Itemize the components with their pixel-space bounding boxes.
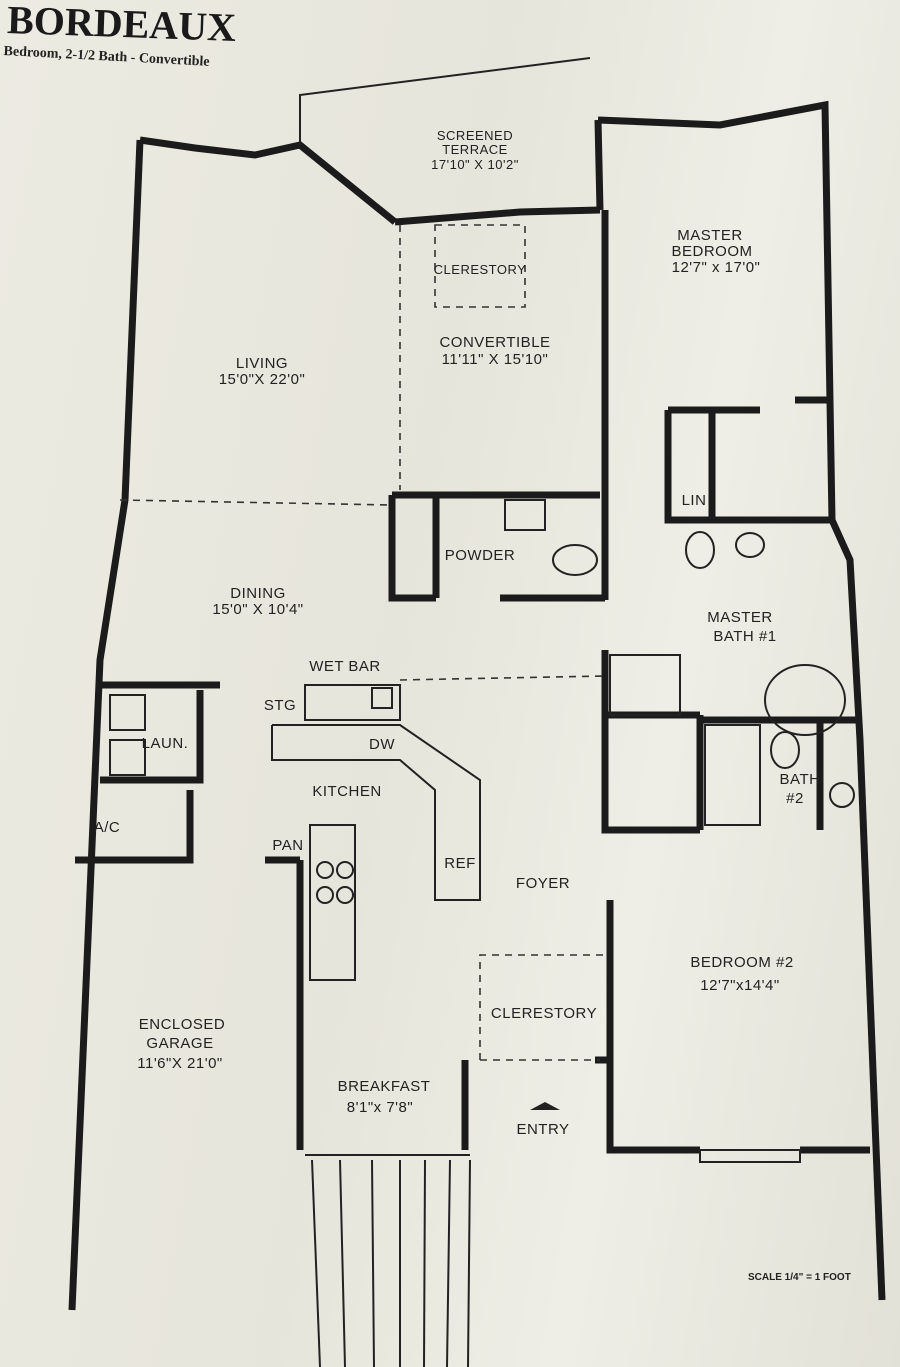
ac-label: A/C: [94, 819, 121, 836]
foyer-label: FOYER: [516, 875, 570, 892]
kitchen-label: KITCHEN: [312, 783, 381, 800]
terrace-label: SCREENED: [437, 128, 513, 143]
terrace-label-2: TERRACE: [442, 142, 508, 157]
master-bedroom-label-2: BEDROOM: [671, 243, 752, 260]
dw-label: DW: [369, 736, 395, 753]
master-bedroom-label: MASTER: [677, 227, 743, 244]
master-bedroom-size: 12'7" x 17'0": [672, 259, 761, 276]
garage-label: ENCLOSED: [139, 1016, 226, 1033]
wet-bar-label: WET BAR: [309, 658, 381, 675]
bath2-label: BATH: [780, 771, 821, 788]
living-label: LIVING: [236, 355, 288, 372]
scale-note: SCALE 1/4" = 1 FOOT: [748, 1272, 851, 1283]
dining-size: 15'0" X 10'4": [212, 601, 303, 618]
laundry-label: LAUN.: [142, 735, 189, 752]
powder-label: POWDER: [445, 547, 516, 564]
dining-label: DINING: [230, 585, 286, 602]
stg-label: STG: [264, 697, 296, 714]
lin-label: LIN: [682, 492, 707, 509]
bedroom2-size: 12'7"x14'4": [700, 977, 779, 994]
clerestory-top-label: CLERESTORY: [434, 262, 527, 277]
living-size: 15'0"X 22'0": [219, 371, 306, 388]
ref-label: REF: [444, 855, 476, 872]
terrace-size: 17'10" X 10'2": [431, 157, 519, 172]
room-labels: SCREENED TERRACE 17'10" X 10'2" CLERESTO…: [94, 128, 821, 1138]
master-bath-label-2: BATH #1: [713, 628, 776, 645]
exterior-walls: [68, 57, 886, 1311]
clerestory-entry-label: CLERESTORY: [491, 1005, 597, 1022]
garage-size: 11'6"X 21'0": [137, 1055, 223, 1072]
breakfast-size: 8'1"x 7'8": [347, 1099, 413, 1116]
entry-label: ENTRY: [516, 1121, 569, 1138]
master-bath-label: MASTER: [707, 609, 773, 626]
convertible-size: 11'11" X 15'10": [442, 351, 549, 368]
fixtures: [109, 499, 855, 1163]
pan-label: PAN: [272, 837, 303, 854]
garage-label-2: GARAGE: [146, 1035, 213, 1052]
interior-walls: [75, 210, 870, 1154]
bath2-label-2: #2: [786, 790, 804, 807]
bedroom2-label: BEDROOM #2: [690, 954, 793, 971]
entry-arrow-icon: [530, 1102, 560, 1110]
convertible-label: CONVERTIBLE: [439, 334, 550, 351]
deck: [305, 1102, 560, 1367]
breakfast-label: BREAKFAST: [338, 1078, 431, 1095]
dashed-lines: [119, 224, 606, 1061]
